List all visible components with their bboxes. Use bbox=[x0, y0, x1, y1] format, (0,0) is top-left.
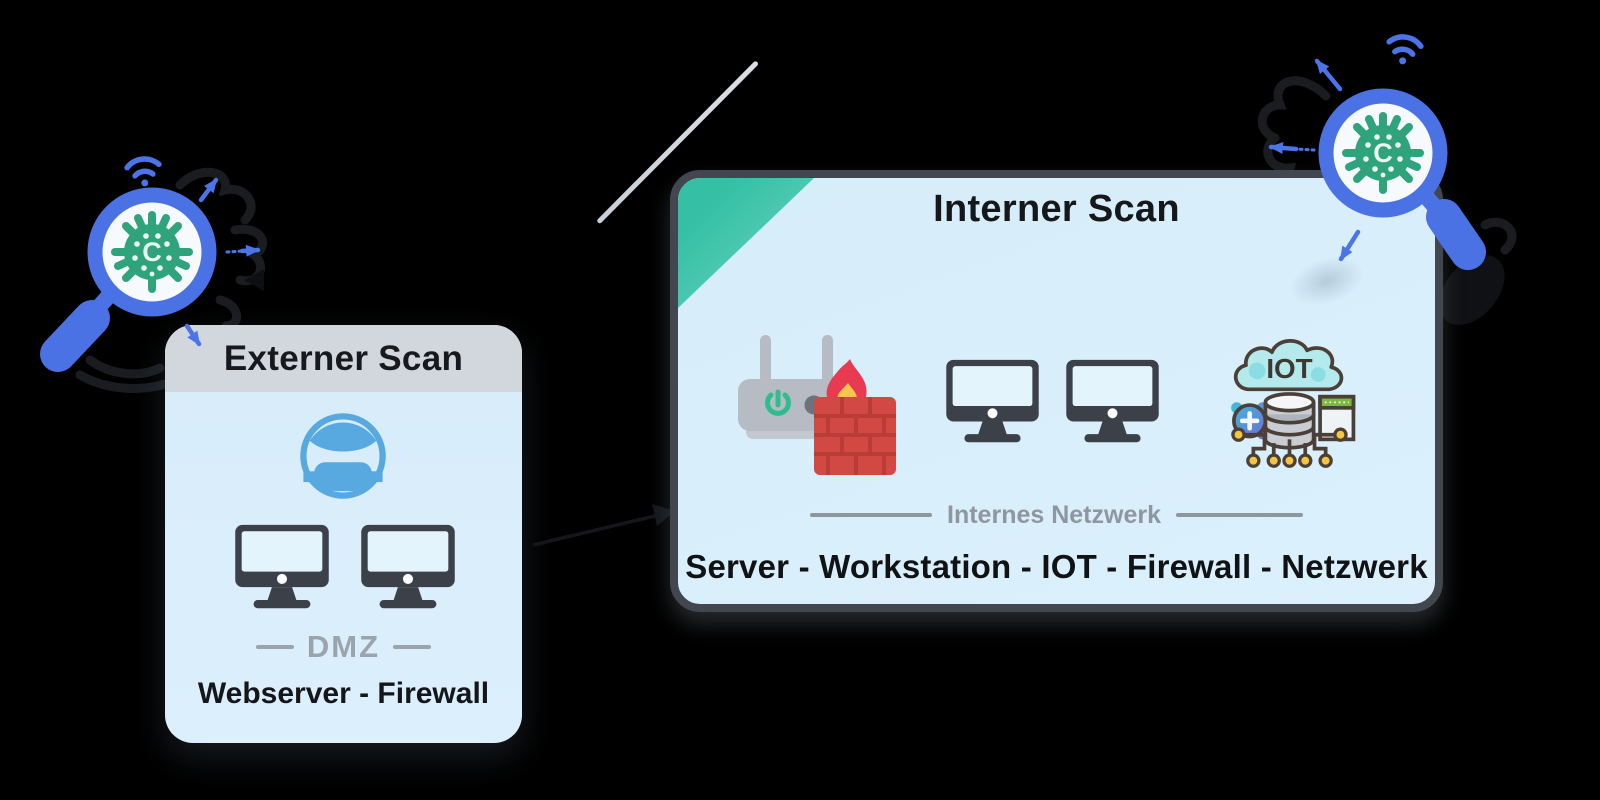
virus-icon: C bbox=[1342, 112, 1424, 194]
dmz-divider: DMZ bbox=[165, 629, 522, 664]
wifi-icon bbox=[124, 156, 162, 187]
internal-card-caption: Server - Workstation - IOT - Firewall - … bbox=[685, 548, 1428, 585]
iot-cloud-icon: IOT bbox=[1225, 339, 1356, 468]
external-card-caption: Webserver - Firewall bbox=[197, 677, 490, 710]
circuit-nodes bbox=[1231, 427, 1348, 468]
globe-server-icon bbox=[300, 413, 386, 499]
monitor-icon bbox=[1066, 359, 1159, 443]
iot-label: IOT bbox=[1266, 353, 1312, 384]
internal-scan-card: Interner Scan bbox=[670, 170, 1443, 612]
dmz-line-right bbox=[393, 645, 432, 649]
internal-card-title: Interner Scan bbox=[933, 188, 1180, 230]
dmz-line-left bbox=[255, 645, 294, 649]
black-arrowhead-icon bbox=[244, 269, 264, 291]
virus-icon: C bbox=[111, 211, 193, 293]
monitor-icon bbox=[946, 359, 1039, 443]
connection-arrow-icon bbox=[532, 504, 675, 547]
magnifier-handle bbox=[40, 282, 122, 372]
scan-arrows bbox=[1268, 58, 1361, 262]
external-scan-magnifier-icon: C bbox=[40, 156, 261, 372]
internal-network-label: Internes Netzwerk bbox=[947, 500, 1161, 529]
router-firewall-icon bbox=[738, 335, 896, 475]
external-scan-card: Externer Scan DMZ bbox=[165, 325, 522, 743]
scan-arrows bbox=[184, 177, 261, 347]
virus-silhouette-left bbox=[75, 167, 268, 393]
brick-firewall-icon bbox=[814, 397, 896, 475]
external-card-title: Externer Scan bbox=[223, 338, 464, 378]
external-card-header: Externer Scan bbox=[165, 325, 522, 392]
database-icon bbox=[1263, 392, 1316, 450]
internal-network-divider: Internes Netzwerk bbox=[678, 500, 1435, 530]
virus-letter: C bbox=[1373, 138, 1393, 168]
dmz-label: DMZ bbox=[306, 629, 381, 664]
virus-letter: C bbox=[142, 237, 162, 267]
internal-scan-magnifier-icon: C bbox=[1268, 34, 1486, 270]
magnifier-handle bbox=[1414, 184, 1486, 270]
network-line-left bbox=[810, 513, 933, 517]
network-line-right bbox=[1175, 513, 1303, 517]
wifi-icon bbox=[1386, 34, 1424, 65]
handle-shadow bbox=[1439, 255, 1505, 325]
monitor-icon bbox=[361, 524, 455, 609]
monitor-icon bbox=[235, 524, 329, 609]
internal-card-body: Interner Scan bbox=[678, 178, 1435, 604]
virus-silhouette-right bbox=[1257, 76, 1517, 325]
